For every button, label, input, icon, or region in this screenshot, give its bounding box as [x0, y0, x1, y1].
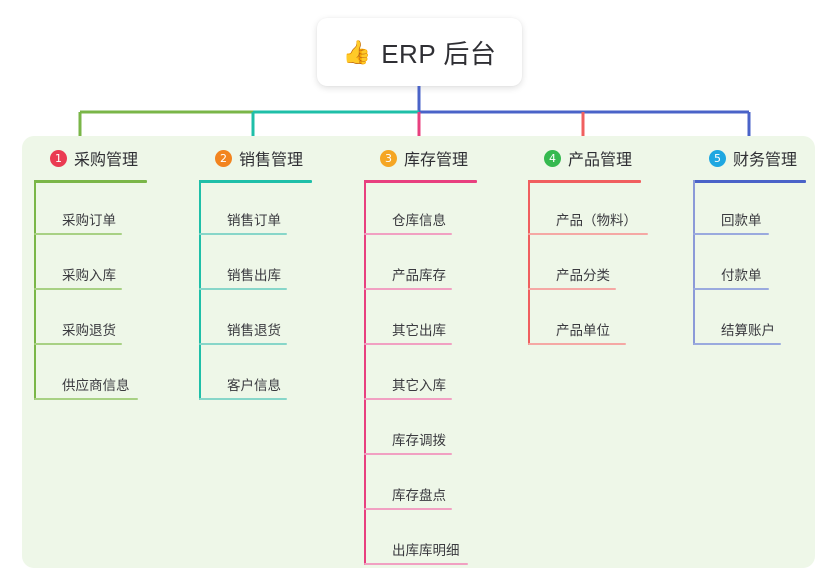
- branch-leaf-label: 库存调拨: [392, 433, 446, 448]
- branch-leaf[interactable]: 付款单: [693, 250, 823, 290]
- branch-leaf-label: 产品单位: [556, 323, 610, 338]
- branch-leaf[interactable]: 销售订单: [199, 195, 349, 235]
- branch-title-2: 销售管理: [239, 152, 304, 169]
- branch-leaf-rule: [364, 453, 452, 455]
- branch-leaf-label: 销售出库: [227, 268, 281, 283]
- branch-badge-4: 4: [544, 149, 561, 167]
- branch-header-rule-5: [693, 180, 806, 183]
- branch-leaf-label: 其它出库: [392, 323, 446, 338]
- branch-leaf-label: 供应商信息: [62, 378, 130, 393]
- branch-leaf-rule: [364, 398, 452, 400]
- thumbs-up-icon: 👍: [342, 38, 372, 65]
- branch-leaf[interactable]: 产品（物料）: [528, 195, 688, 235]
- root-node-title: ERP 后台: [381, 38, 497, 69]
- branch-leaf[interactable]: 库存盘点: [364, 470, 514, 510]
- branch-leaf[interactable]: 产品库存: [364, 250, 514, 290]
- branch-leaf-label: 出库库明细: [392, 543, 460, 558]
- branch-leaf[interactable]: 结算账户: [693, 305, 823, 345]
- branch-leaf-label: 结算账户: [721, 323, 775, 338]
- branch-header-rule-2: [199, 180, 312, 183]
- branch-header-rule-4: [528, 180, 641, 183]
- branch-title-5: 财务管理: [733, 152, 798, 169]
- branch-leaf-rule: [693, 288, 769, 290]
- branch-title-4: 产品管理: [568, 152, 633, 169]
- branch-leaf-label: 其它入库: [392, 378, 446, 393]
- branch-leaf[interactable]: 其它出库: [364, 305, 514, 345]
- branch-leaf-rule: [199, 343, 287, 345]
- branch-leaf-rule: [364, 563, 468, 565]
- branch-column-2: 2 销售管理销售订单销售出库销售退货客户信息: [199, 146, 349, 400]
- branch-leaf[interactable]: 供应商信息: [34, 360, 184, 400]
- branch-leaf[interactable]: 出库库明细: [364, 525, 514, 565]
- branch-leaf-label: 采购订单: [62, 213, 116, 228]
- branch-badge-3: 3: [380, 149, 397, 167]
- branch-leaf-rule: [693, 233, 769, 235]
- branch-spine-2: [199, 180, 201, 400]
- branch-leaf-rule: [34, 233, 122, 235]
- branch-spine-1: [34, 180, 36, 400]
- branches-panel: [22, 136, 815, 568]
- branch-spine-4: [528, 180, 530, 345]
- branch-leaf[interactable]: 采购订单: [34, 195, 184, 235]
- branch-header-3[interactable]: 3 库存管理: [364, 146, 514, 170]
- branch-leaf[interactable]: 销售退货: [199, 305, 349, 345]
- branch-leaf-rule: [199, 398, 287, 400]
- branch-leaf-rule: [528, 233, 648, 235]
- branch-column-1: 1 采购管理采购订单采购入库采购退货供应商信息: [34, 146, 184, 400]
- branch-leaf-rule: [364, 508, 452, 510]
- branch-leaf-label: 销售订单: [227, 213, 281, 228]
- branch-header-rule-3: [364, 180, 477, 183]
- branch-leaf-rule: [34, 288, 122, 290]
- branch-column-5: 5 财务管理回款单付款单结算账户: [693, 146, 823, 345]
- branch-badge-2: 2: [215, 149, 232, 167]
- branch-column-4: 4 产品管理产品（物料） 产品分类产品单位: [528, 146, 688, 345]
- branch-leaf-label: 付款单: [721, 268, 762, 283]
- branch-leaf[interactable]: 采购入库: [34, 250, 184, 290]
- branch-title-1: 采购管理: [74, 152, 139, 169]
- branch-leaf-rule: [693, 343, 781, 345]
- branch-leaf-label: 采购入库: [62, 268, 116, 283]
- branch-leaf[interactable]: 产品单位: [528, 305, 688, 345]
- branch-leaf[interactable]: 采购退货: [34, 305, 184, 345]
- branch-leaf-rule: [528, 288, 616, 290]
- branch-spine-3: [364, 180, 366, 565]
- branch-leaf-label: 仓库信息: [392, 213, 446, 228]
- branch-header-2[interactable]: 2 销售管理: [199, 146, 349, 170]
- branch-spine-5: [693, 180, 695, 345]
- branch-leaf-rule: [364, 233, 452, 235]
- branch-leaf-label: 产品（物料）: [556, 213, 637, 228]
- branch-leaf-rule: [199, 288, 287, 290]
- branch-leaf-label: 回款单: [721, 213, 762, 228]
- branch-leaf[interactable]: 回款单: [693, 195, 823, 235]
- branch-header-5[interactable]: 5 财务管理: [693, 146, 823, 170]
- branch-leaf-label: 库存盘点: [392, 488, 446, 503]
- branch-header-rule-1: [34, 180, 147, 183]
- branch-title-3: 库存管理: [404, 152, 469, 169]
- branch-leaf-label: 客户信息: [227, 378, 281, 393]
- branch-column-3: 3 库存管理仓库信息产品库存其它出库其它入库库存调拨库存盘点出库库明细: [364, 146, 514, 565]
- branch-leaf[interactable]: 仓库信息: [364, 195, 514, 235]
- branch-leaf[interactable]: 产品分类: [528, 250, 688, 290]
- branch-leaf-rule: [364, 288, 452, 290]
- branch-header-1[interactable]: 1 采购管理: [34, 146, 184, 170]
- branch-leaf-rule: [34, 343, 122, 345]
- root-node-card[interactable]: 👍 ERP 后台: [317, 18, 522, 86]
- branch-leaf-rule: [528, 343, 626, 345]
- branch-badge-1: 1: [50, 149, 67, 167]
- branch-leaf-label: 销售退货: [227, 323, 281, 338]
- branch-leaf-label: 采购退货: [62, 323, 116, 338]
- branch-leaf-rule: [199, 233, 287, 235]
- branch-leaf-label: 产品库存: [392, 268, 446, 283]
- branch-leaf[interactable]: 销售出库: [199, 250, 349, 290]
- branch-leaf-rule: [364, 343, 452, 345]
- branch-badge-5: 5: [709, 149, 726, 167]
- branch-leaf[interactable]: 库存调拨: [364, 415, 514, 455]
- branch-leaf[interactable]: 客户信息: [199, 360, 349, 400]
- branch-leaf-label: 产品分类: [556, 268, 610, 283]
- branch-leaf[interactable]: 其它入库: [364, 360, 514, 400]
- branch-header-4[interactable]: 4 产品管理: [528, 146, 688, 170]
- branch-leaf-rule: [34, 398, 138, 400]
